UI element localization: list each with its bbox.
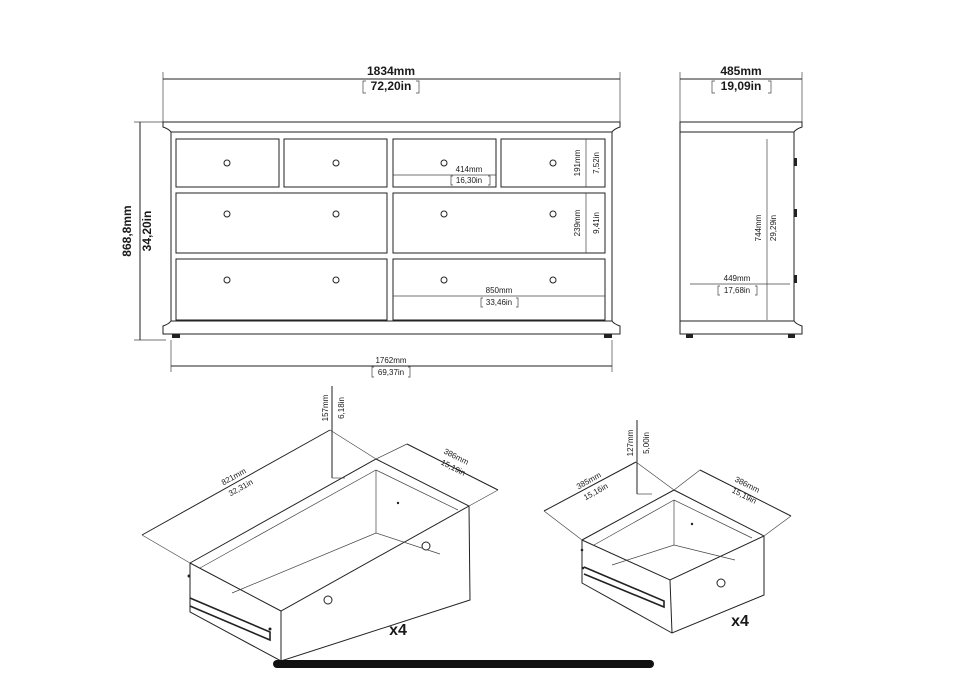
drawer-bottom-right (392, 258, 606, 321)
knob-icon (332, 276, 340, 284)
large-drawer-height-mm: 239mm (573, 209, 582, 236)
large-drawer-height-dimension: 157mm 6,18in (321, 386, 346, 479)
side-depth-in: 19,09in (721, 79, 762, 93)
dresser-front-view: 1834mm 72,20in 868,8mm 34,20in (120, 64, 621, 378)
knob-icon (440, 276, 448, 284)
side-foot-front (686, 334, 693, 338)
small-drawer-width-in: 16,30in (456, 176, 482, 185)
drawer-top-1 (175, 138, 280, 188)
front-width-dimension: 1834mm 72,20in (162, 64, 621, 126)
side-foot-back (788, 334, 795, 338)
large-drawer-inner-floor (231, 532, 441, 594)
small-drawer-height-in: 7,52in (592, 152, 601, 174)
side-top (679, 121, 803, 133)
knob-icon (323, 595, 333, 605)
front-height-in: 34,20in (140, 211, 154, 252)
front-foot-right (604, 334, 612, 338)
large-drawer-rim (189, 505, 470, 612)
side-inner-depth-in: 17,68in (724, 286, 750, 295)
drawer-mid-left (175, 192, 388, 254)
base-width-dimension: 1762mm 69,37in (170, 340, 613, 378)
small-drawer-front-edge (669, 579, 673, 634)
front-foot-left (172, 334, 180, 338)
large-drawer-height-in: 9,41in (592, 212, 601, 234)
front-height-mm: 868,8mm (120, 205, 134, 256)
screw-icon (396, 501, 400, 505)
dresser-plinth (162, 320, 621, 335)
side-depth-dimension: 485mm 19,09in (679, 64, 803, 126)
side-plinth (679, 320, 803, 335)
base-width-in: 69,37in (378, 368, 404, 377)
knob-icon (421, 541, 431, 551)
large-drawer-depth-dimension: 386mm 15,19in (375, 443, 499, 507)
small-drawer-inner-floor (611, 544, 736, 566)
small-drawer-height-mm: 127mm (626, 429, 635, 456)
dresser-side-view: 485mm 19,09in 744mm 29,29in 449mm 17,68i… (679, 64, 803, 338)
drawer-mid-right (392, 192, 606, 254)
small-drawer-inner-back (593, 499, 753, 546)
knob-icon (549, 210, 557, 218)
small-drawer-isometric: 385mm 15,16in 386mm 15,19in 127mm 5,00in… (543, 420, 792, 634)
knob-icon (332, 210, 340, 218)
screw-icon (690, 522, 694, 526)
dresser-body (170, 131, 613, 322)
side-inner-height-dimension: 744mm 29,29in (754, 139, 778, 320)
small-drawer-height-dimension: 127mm 5,00in (626, 420, 652, 495)
screw-icon (187, 574, 191, 578)
side-knob-icon (794, 209, 797, 217)
home-indicator[interactable] (273, 660, 654, 668)
dresser-top (162, 121, 621, 133)
drawer-bottom-left (175, 258, 388, 321)
small-drawer-width-mm: 414mm (456, 165, 483, 174)
small-drawer-outline (581, 489, 765, 634)
small-drawer-quantity: x4 (731, 613, 749, 630)
large-drawer-quantity: x4 (389, 622, 407, 639)
screw-icon (580, 548, 584, 552)
small-drawer-height-in: 5,00in (642, 432, 651, 454)
front-knobs (223, 159, 557, 284)
large-drawer-width-in: 33,46in (486, 298, 512, 307)
front-width-mm: 1834mm (367, 64, 415, 78)
small-drawer-runner (583, 566, 665, 609)
small-drawer-depth-dimension: 386mm 15,19in (673, 469, 792, 537)
side-inner-height-mm: 744mm (754, 214, 763, 241)
screw-icon (581, 566, 585, 570)
side-inner-height-in: 29,29in (769, 215, 778, 241)
large-drawer-height-in: 6,18in (337, 397, 346, 419)
drawer-top-2 (283, 138, 388, 188)
knob-icon (332, 159, 340, 167)
front-height-dimension: 868,8mm 34,20in (120, 121, 166, 341)
knob-icon (440, 210, 448, 218)
drawer-top-3 (392, 138, 497, 188)
knob-icon (223, 159, 231, 167)
knob-icon (549, 159, 557, 167)
small-drawer-rim (581, 535, 765, 581)
large-drawer-height-dimension: 239mm 9,41in (573, 193, 601, 253)
large-drawer-width-dimension: 850mm 33,46in (393, 286, 605, 308)
side-knob-icon (794, 158, 797, 166)
side-depth-mm: 485mm (720, 64, 761, 78)
side-inner-depth-dimension: 449mm 17,68in (690, 274, 790, 296)
large-drawer-length-dimension: 821mm 32,31in (141, 429, 377, 564)
front-width-in: 72,20in (371, 79, 412, 93)
large-drawer-width-mm: 850mm (486, 286, 513, 295)
large-drawer-isometric: 821mm 32,31in 386mm 15,19in 157mm 6,18in… (141, 386, 499, 662)
large-drawer-runner (189, 597, 271, 642)
screw-icon (268, 627, 272, 631)
knob-icon (223, 210, 231, 218)
side-inner-depth-mm: 449mm (724, 274, 751, 283)
knob-icon (223, 276, 231, 284)
knob-icon (716, 578, 726, 588)
side-knob-icon (794, 275, 797, 283)
small-drawer-height-mm: 191mm (573, 149, 582, 176)
base-width-mm: 1762mm (375, 356, 406, 365)
knob-icon (549, 276, 557, 284)
small-drawer-height-dimension: 191mm 7,52in (573, 139, 601, 187)
small-drawer-width-dimension: 414mm 16,30in (393, 165, 496, 186)
knob-icon (440, 159, 448, 167)
large-drawer-height-mm: 157mm (321, 394, 330, 421)
drawer-top-4 (500, 138, 606, 188)
